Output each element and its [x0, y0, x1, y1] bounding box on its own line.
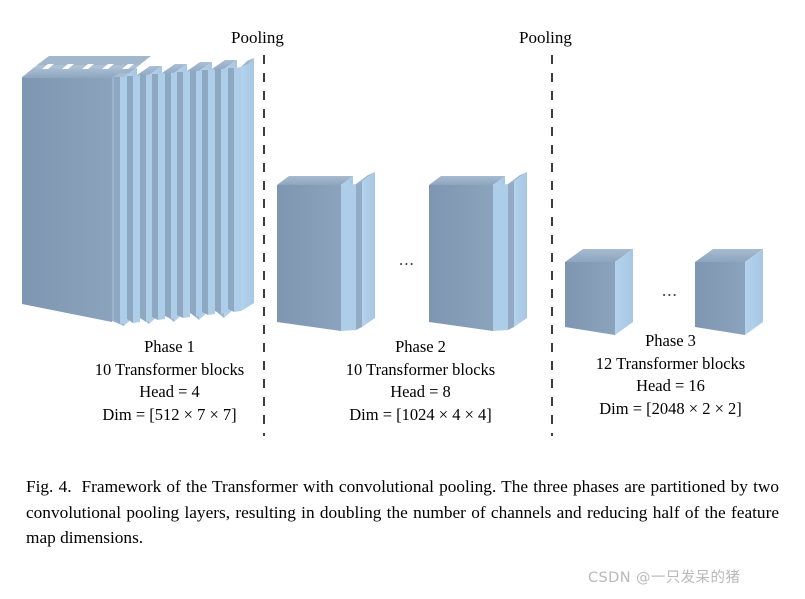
csdn-watermark: CSDN @一只发呆的猪 — [588, 570, 741, 586]
phase2-ellipsis: ... — [399, 250, 415, 269]
phase1-slab-faces — [120, 67, 241, 324]
figure-caption-text: Framework of the Transformer with convol… — [26, 477, 780, 547]
phase1-slab-ribs — [114, 68, 234, 324]
phase3-cube-left — [565, 249, 633, 335]
phase-1-caption: Phase 1 10 Transformer blocks Head = 4 D… — [52, 336, 287, 426]
phase-3-name: Phase 3 — [645, 331, 696, 350]
phase-2-dim: Dim = [1024 × 4 × 4] — [349, 404, 492, 424]
phase2-block-stack-left — [277, 171, 375, 331]
pooling-label-1: Pooling — [231, 28, 284, 47]
phase-1-blocks: 10 Transformer blocks — [94, 359, 245, 379]
phase2-block-stack-right — [429, 171, 527, 331]
phase1-slab-group — [22, 56, 254, 326]
figure-caption: Fig. 4.Framework of the Transformer with… — [26, 474, 779, 551]
phase-2-blocks: 10 Transformer blocks — [345, 359, 496, 379]
phase3-ellipsis: ... — [662, 281, 678, 300]
phase-1-dim: Dim = [512 × 7 × 7] — [102, 404, 237, 424]
phase-2-head: Head = 8 — [390, 382, 451, 401]
figure-number: Fig. 4. — [26, 477, 72, 496]
pooling-label-2: Pooling — [519, 28, 572, 47]
phase-3-caption: Phase 3 12 Transformer blocks Head = 16 … — [553, 330, 788, 420]
phase1-block-stack — [22, 56, 254, 326]
phase3-cube-right — [695, 249, 763, 335]
phase-1-head: Head = 4 — [139, 382, 200, 401]
phase-2-name: Phase 2 — [395, 337, 446, 356]
phase-1-name: Phase 1 — [144, 337, 195, 356]
phase1-top-notches — [42, 64, 134, 69]
phase-3-dim: Dim = [2048 × 2 × 2] — [599, 398, 742, 418]
phase-2-caption: Phase 2 10 Transformer blocks Head = 8 D… — [303, 336, 538, 426]
phase-3-head: Head = 16 — [636, 376, 705, 395]
phase-3-blocks: 12 Transformer blocks — [595, 353, 746, 373]
framework-diagram — [22, 55, 763, 436]
